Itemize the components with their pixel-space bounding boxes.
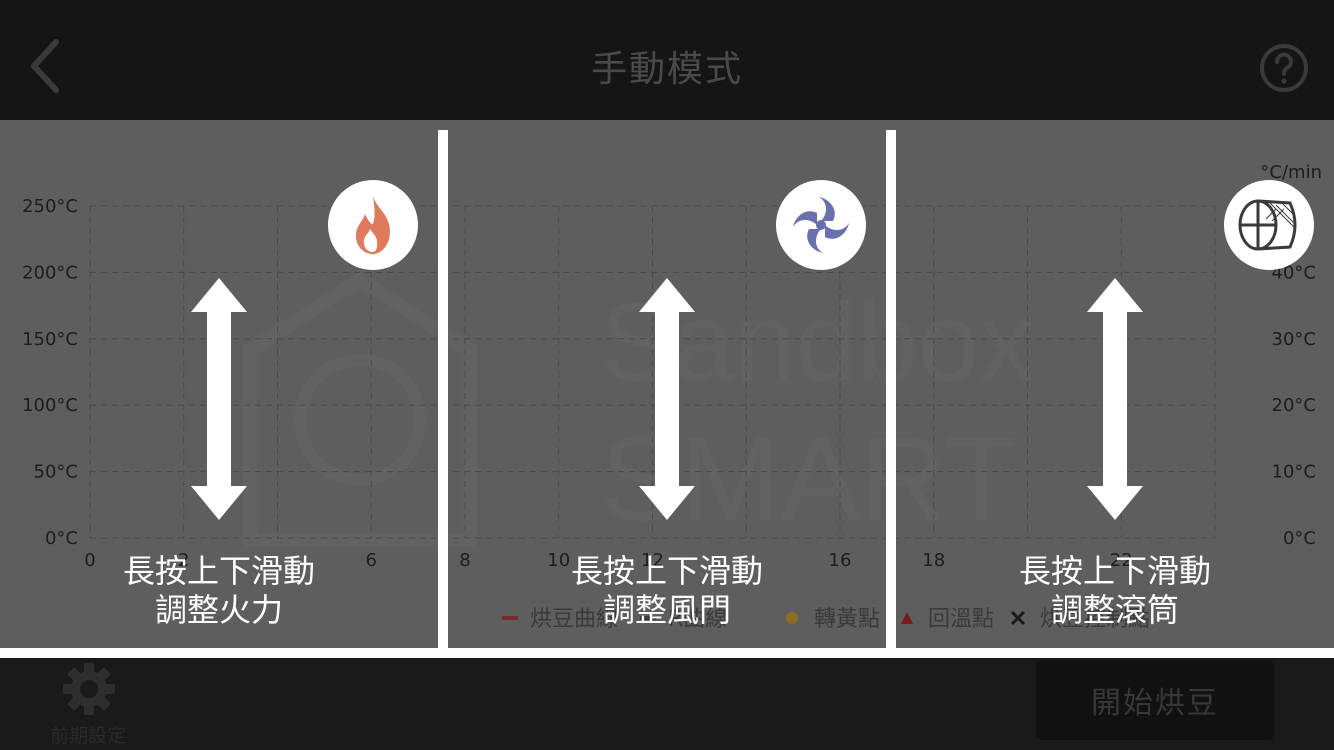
right-axis-tick-label: 0°C — [1283, 528, 1316, 549]
heat-instruction-line1: 長按上下滑動 — [122, 552, 315, 590]
x-axis-tick-label: 8 — [459, 550, 470, 571]
airflow-instruction: 長按上下滑動 調整風門 — [517, 552, 817, 630]
x-axis-tick-label: 18 — [922, 550, 945, 571]
legend-label: 烘豆曲線 — [530, 607, 618, 632]
legend-marker — [502, 616, 518, 620]
legend-marker — [1010, 610, 1026, 626]
x-axis-tick-label: 22 — [1110, 550, 1133, 571]
drum-instruction: 長按上下滑動 調整滾筒 — [965, 552, 1265, 630]
airflow-instruction-line2: 調整風門 — [602, 591, 731, 629]
left-axis-tick-label: 50°C — [34, 462, 78, 483]
x-axis-tick-label: 10 — [547, 550, 570, 571]
left-axis-tick-label: 250°C — [22, 196, 78, 217]
help-button[interactable] — [1258, 42, 1310, 94]
x-axis-tick-label: 12 — [641, 550, 664, 571]
legend-marker — [901, 612, 913, 624]
panel-divider — [886, 130, 896, 648]
right-axis-tick-label: 20°C — [1272, 395, 1316, 416]
legend-label: 回溫點 — [928, 607, 994, 632]
legend-label: 烘豆控制點 — [1040, 607, 1150, 632]
drum-control-icon[interactable] — [1224, 180, 1314, 270]
right-axis-tick-label: 10°C — [1272, 462, 1316, 483]
heat-instruction: 長按上下滑動 調整火力 — [69, 552, 369, 630]
bottom-bar: 前期設定 開始烘豆 — [0, 658, 1334, 750]
x-axis-tick-label: 0 — [84, 550, 95, 571]
overlay-bottom-border — [0, 648, 1334, 658]
legend-marker — [640, 616, 656, 620]
heat-instruction-line2: 調整火力 — [154, 591, 283, 629]
back-button[interactable] — [22, 36, 72, 96]
heat-control-icon[interactable] — [328, 180, 418, 270]
gear-icon — [63, 663, 115, 715]
flame-icon — [355, 196, 390, 254]
vertical-slide-arrow — [1087, 278, 1143, 520]
left-axis-tick-label: 100°C — [22, 395, 78, 416]
airflow-control-icon[interactable] — [776, 180, 866, 270]
top-bar: 手動模式 — [0, 0, 1334, 120]
airflow-instruction-line1: 長按上下滑動 — [570, 552, 763, 590]
x-axis-tick-label: 16 — [829, 550, 852, 571]
fan-icon — [793, 197, 849, 253]
help-circle-icon — [1260, 44, 1308, 92]
vertical-slide-arrow — [639, 278, 695, 520]
right-axis-tick-label: 30°C — [1272, 329, 1316, 350]
legend-marker — [786, 612, 798, 624]
vertical-slide-arrow — [191, 278, 247, 520]
chevron-left-icon — [31, 39, 59, 93]
right-axis-unit: °C/min — [1260, 162, 1322, 183]
pre-settings-button[interactable] — [62, 662, 116, 716]
left-axis-tick-label: 200°C — [22, 262, 78, 283]
x-axis-tick-label: 2 — [178, 550, 189, 571]
legend-label: 轉黃點 — [814, 607, 880, 632]
page-title: 手動模式 — [590, 49, 743, 90]
drum-icon — [1238, 199, 1297, 251]
legend-label: R曲線 — [668, 607, 727, 632]
start-roast-button[interactable]: 開始烘豆 — [1036, 660, 1274, 740]
x-axis-tick-label: 6 — [366, 550, 377, 571]
pre-settings-label: 前期設定 — [49, 725, 126, 747]
left-axis-tick-label: 0°C — [45, 528, 78, 549]
panel-divider — [438, 130, 448, 648]
left-axis-tick-label: 150°C — [22, 329, 78, 350]
drum-instruction-line2: 調整滾筒 — [1050, 591, 1179, 629]
drum-instruction-line1: 長按上下滑動 — [1018, 552, 1211, 590]
